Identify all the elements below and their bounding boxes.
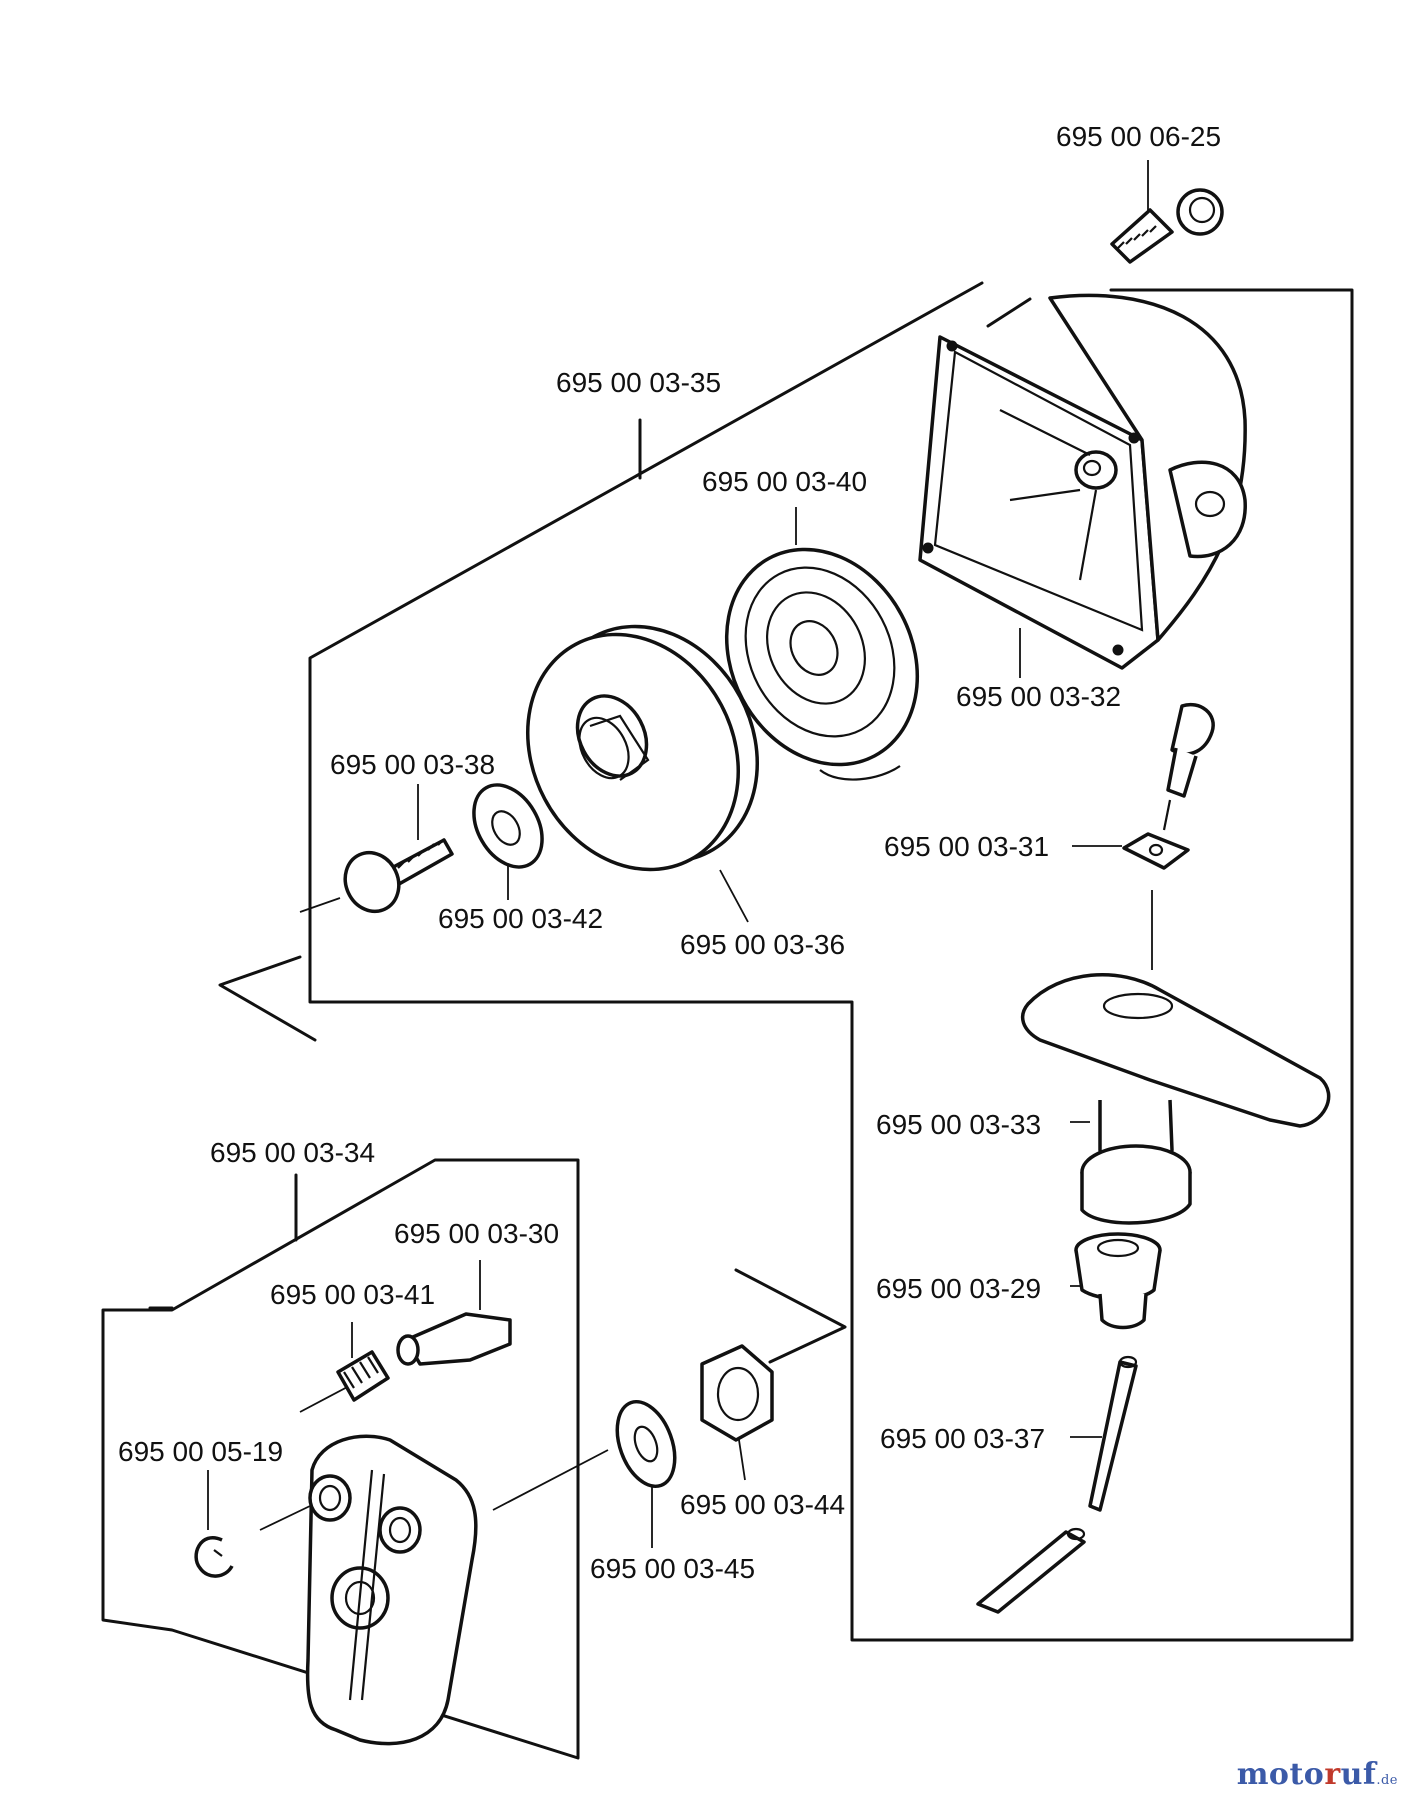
- label-695-00-05-19: 695 00 05-19: [118, 1436, 283, 1467]
- recoil-spring-03-40: [724, 547, 920, 781]
- bolt-06-25: [1110, 188, 1224, 264]
- label-695-00-03-40: 695 00 03-40: [702, 466, 867, 497]
- label-695-00-03-33: 695 00 03-33: [876, 1109, 1041, 1140]
- watermark-part2: r: [1324, 1757, 1341, 1792]
- watermark-part3: uf: [1340, 1757, 1377, 1792]
- starter-rope-03-37: [976, 1355, 1138, 1614]
- washer-03-45: [615, 1399, 677, 1489]
- starter-hub-03-34: [305, 1434, 478, 1746]
- handle-insert-03-29: [1074, 1232, 1162, 1330]
- motoruf-watermark-logo: motoruf.de: [1237, 1757, 1398, 1792]
- leader-lines: [207, 160, 1153, 1548]
- pawl-spring-03-41: [336, 1350, 390, 1402]
- screw-03-38: [343, 838, 454, 914]
- label-695-00-03-35: 695 00 03-35: [556, 367, 721, 398]
- label-695-00-03-44: 695 00 03-44: [680, 1489, 845, 1520]
- pawl-03-30: [396, 1312, 512, 1366]
- label-695-00-03-45: 695 00 03-45: [590, 1553, 755, 1584]
- label-695-00-03-29: 695 00 03-29: [876, 1273, 1041, 1304]
- label-695-00-03-37: 695 00 03-37: [880, 1423, 1045, 1454]
- washer-03-42: [472, 783, 544, 869]
- circlip-05-19: [194, 1536, 234, 1578]
- starter-housing-03-32: [918, 293, 1247, 670]
- nut-03-44: [700, 1344, 774, 1442]
- label-695-00-03-31: 695 00 03-31: [884, 831, 1049, 862]
- label-695-00-03-32: 695 00 03-32: [956, 681, 1121, 712]
- assembly-brackets: [101, 281, 1354, 1760]
- rope-guide-03-31: [1122, 702, 1215, 870]
- label-695-00-03-30: 695 00 03-30: [394, 1218, 559, 1249]
- watermark-tld: .de: [1376, 1773, 1398, 1788]
- label-695-00-06-25: 695 00 06-25: [1056, 121, 1221, 152]
- label-695-00-03-42: 695 00 03-42: [438, 903, 603, 934]
- label-695-00-03-36: 695 00 03-36: [680, 929, 845, 960]
- label-695-00-03-41: 695 00 03-41: [270, 1279, 435, 1310]
- starter-handle-03-33: [1020, 973, 1331, 1225]
- label-695-00-03-38: 695 00 03-38: [330, 749, 495, 780]
- rope-pulley-03-36: [526, 624, 759, 872]
- label-695-00-03-34: 695 00 03-34: [210, 1137, 375, 1168]
- part-labels: 695 00 06-25 695 00 03-35 695 00 03-40 6…: [118, 121, 1221, 1584]
- watermark-part1: moto: [1236, 1757, 1325, 1792]
